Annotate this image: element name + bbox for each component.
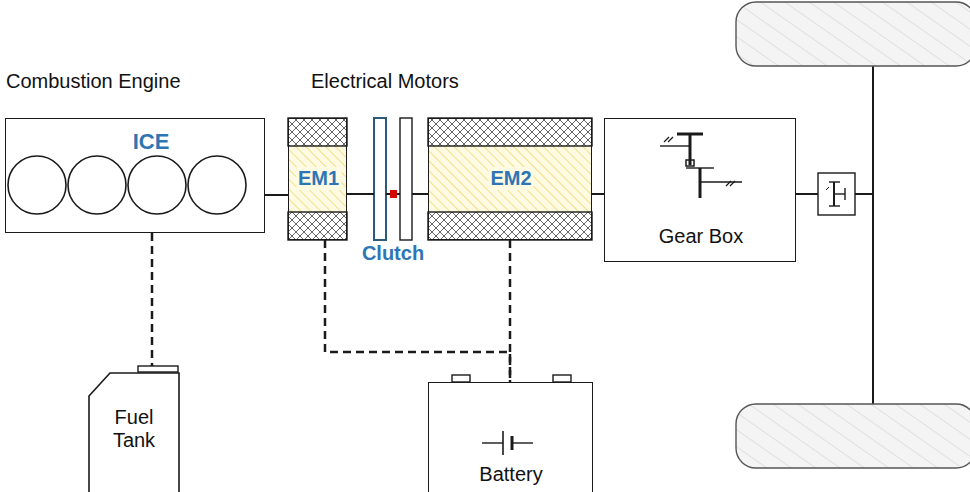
gear-symbol [730, 181, 735, 186]
gear-symbol [677, 133, 703, 136]
cylinder [128, 156, 186, 214]
wheel [736, 2, 970, 468]
battery-terminal [452, 375, 571, 382]
differential-symbol [829, 205, 840, 206]
shaft [796, 193, 818, 195]
differential-symbol [834, 193, 845, 194]
wheel [736, 404, 970, 468]
clutch: Clutch [374, 118, 412, 240]
node-label: ICE [131, 129, 172, 154]
motor-winding [288, 212, 347, 240]
motor-winding [428, 212, 592, 240]
differential-symbol [826, 187, 829, 190]
gear-symbol [686, 167, 714, 168]
section-heading: Electrical Motors [311, 70, 459, 93]
fuel-tank: Fuel Tank [88, 372, 180, 492]
gear-symbol [660, 145, 690, 146]
cylinder [188, 156, 246, 214]
motor-winding [288, 118, 347, 240]
cylinder [8, 156, 246, 214]
power-line [325, 240, 510, 382]
cylinder [8, 156, 66, 214]
motor-winding [288, 118, 347, 240]
gear-symbol [699, 168, 702, 198]
gearbox-box: Gear Box [604, 118, 796, 262]
clutch-plate [400, 118, 412, 240]
tank-cap [138, 366, 178, 372]
clutch-plate [374, 118, 412, 240]
shaft [872, 66, 874, 404]
tank-cap [138, 366, 178, 372]
engine-box: ICE [5, 118, 265, 233]
node-label: EM2 [488, 167, 533, 190]
drive-shaft [592, 193, 604, 195]
clutch-plate [390, 190, 397, 198]
power-line [509, 240, 512, 382]
shaft [855, 193, 873, 195]
node-label: Clutch [360, 242, 426, 265]
drive-shaft [412, 193, 428, 195]
gear-symbol [660, 133, 742, 198]
battery-terminal [553, 375, 571, 382]
battery-symbol [482, 431, 533, 455]
differential-symbol [818, 173, 855, 215]
battery-terminal [452, 375, 470, 382]
clutch-plate [374, 118, 386, 240]
node-label: Gear Box [657, 225, 745, 248]
gear-symbol [686, 160, 694, 166]
motor-winding [428, 118, 592, 240]
node-label: EM1 [296, 167, 341, 190]
differential-symbol [844, 188, 845, 200]
battery-symbol [502, 431, 504, 455]
battery-symbol [482, 442, 503, 443]
drive-shaft [347, 193, 374, 195]
motor-winding [288, 118, 347, 146]
node-label: Battery [477, 463, 544, 486]
section-heading: Combustion Engine [6, 70, 181, 93]
wheel [736, 2, 970, 66]
gear-symbol [700, 181, 742, 182]
gear-symbol [668, 137, 673, 142]
motor-winding [428, 118, 592, 240]
battery-symbol [512, 442, 533, 443]
power-line [151, 233, 154, 366]
differential-symbol [829, 181, 840, 182]
tank-outline [89, 373, 179, 492]
battery-box: Battery [428, 382, 593, 492]
shaft [796, 66, 873, 404]
motor-box: EM1 [288, 118, 347, 240]
differential-symbol [818, 173, 855, 215]
drive-shaft [265, 194, 288, 196]
cylinder [68, 156, 126, 214]
motor-box: EM2 [428, 118, 592, 240]
node-label: Fuel Tank [97, 406, 171, 452]
motor-winding [428, 118, 592, 146]
